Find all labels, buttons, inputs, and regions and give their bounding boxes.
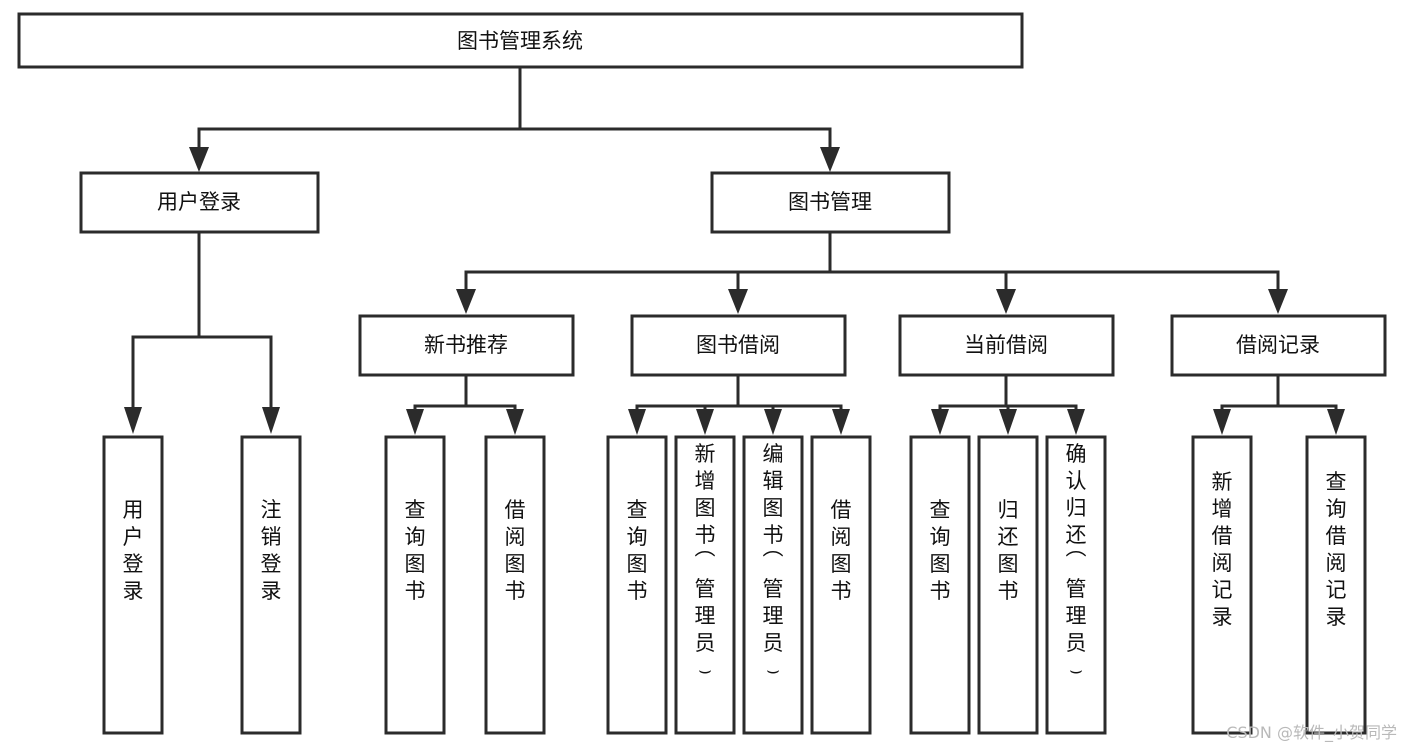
node-leaf-add-book-label: 新增图书⌒管理员⌣ xyxy=(695,442,716,682)
arrow-head-to-new-book-recommend xyxy=(456,289,476,314)
node-new-book-recommend-box[interactable] xyxy=(358,314,575,377)
node-leaf-confirm-return-label: 确认归还⌒管理员⌣ xyxy=(1066,442,1087,682)
node-book-management-label: 图书管理 xyxy=(788,190,872,214)
node-leaf-logout-label: 注销登录 xyxy=(261,498,282,603)
node-leaf-borrow-book-1[interactable]: 借阅图书 xyxy=(484,435,546,735)
node-leaf-return-book-box[interactable] xyxy=(977,435,1039,735)
node-leaf-borrow-book-1-box[interactable] xyxy=(484,435,546,735)
node-borrow-record[interactable]: 借阅记录 xyxy=(1170,314,1387,377)
node-leaf-query-book-1-box[interactable] xyxy=(384,435,446,735)
arrow-head-leaf-user-login xyxy=(124,407,142,434)
node-leaf-confirm-return[interactable]: 确认归还⌒管理员⌣ xyxy=(1045,435,1107,735)
node-leaf-query-book-1-label: 查询图书 xyxy=(405,498,426,603)
arrow-head-to-borrow-record xyxy=(1268,289,1288,314)
node-user-login[interactable]: 用户登录 xyxy=(79,171,320,234)
node-leaf-query-book-2-label: 查询图书 xyxy=(627,498,648,603)
arrow-head-leaf-query-record xyxy=(1327,409,1345,435)
node-borrow-record-label: 借阅记录 xyxy=(1236,333,1320,357)
node-leaf-user-login-box[interactable] xyxy=(102,435,164,735)
connector-layer xyxy=(124,65,1345,435)
node-leaf-query-book-2[interactable]: 查询图书 xyxy=(606,435,668,735)
node-leaf-borrow-book-2-box[interactable] xyxy=(810,435,872,735)
node-root-box[interactable] xyxy=(17,12,1024,69)
arrow-head-leaf-return-book xyxy=(999,409,1017,435)
node-leaf-query-book-3[interactable]: 查询图书 xyxy=(909,435,971,735)
node-leaf-query-book-1[interactable]: 查询图书 xyxy=(384,435,446,735)
node-leaf-edit-book-label: 编辑图书⌒管理员⌣ xyxy=(763,442,784,682)
arrow-head-leaf-query-book-2 xyxy=(628,409,646,435)
node-book-borrow-label: 图书借阅 xyxy=(696,333,780,357)
node-current-borrow[interactable]: 当前借阅 xyxy=(898,314,1115,377)
node-leaf-query-book-3-label: 查询图书 xyxy=(930,498,951,603)
node-borrow-record-box[interactable] xyxy=(1170,314,1387,377)
node-leaf-add-book[interactable]: 新增图书⌒管理员⌣ xyxy=(674,435,736,735)
arrow-head-to-book-management xyxy=(820,147,840,172)
node-leaf-borrow-book-2[interactable]: 借阅图书 xyxy=(810,435,872,735)
node-leaf-add-record-box[interactable] xyxy=(1191,435,1253,735)
node-current-borrow-box[interactable] xyxy=(898,314,1115,377)
node-root[interactable]: 图书管理系统 xyxy=(17,12,1024,69)
node-user-login-label: 用户登录 xyxy=(157,190,241,214)
arrow-head-leaf-add-record xyxy=(1213,409,1231,435)
arrow-head-leaf-logout xyxy=(262,407,280,434)
arrow-head-leaf-query-book-3 xyxy=(931,409,949,435)
node-leaf-return-book[interactable]: 归还图书 xyxy=(977,435,1039,735)
arrow-head-leaf-edit-book xyxy=(764,409,782,435)
node-root-label: 图书管理系统 xyxy=(457,29,583,53)
node-book-management-box[interactable] xyxy=(710,171,951,234)
arrow-head-leaf-borrow-book-2 xyxy=(832,409,850,435)
node-leaf-query-record[interactable]: 查询借阅记录 xyxy=(1305,435,1367,735)
node-book-borrow[interactable]: 图书借阅 xyxy=(630,314,847,377)
node-book-management[interactable]: 图书管理 xyxy=(710,171,951,234)
node-leaf-user-login-label: 用户登录 xyxy=(123,498,144,603)
node-leaf-query-book-3-box[interactable] xyxy=(909,435,971,735)
node-leaf-query-record-label: 查询借阅记录 xyxy=(1326,470,1347,629)
node-book-borrow-box[interactable] xyxy=(630,314,847,377)
node-new-book-recommend[interactable]: 新书推荐 xyxy=(358,314,575,377)
arrow-head-leaf-borrow-book-1 xyxy=(506,409,524,435)
node-leaf-return-book-label: 归还图书 xyxy=(998,498,1019,603)
node-leaf-borrow-book-2-label: 借阅图书 xyxy=(831,498,852,603)
node-leaf-user-login[interactable]: 用户登录 xyxy=(102,435,164,735)
node-new-book-recommend-label: 新书推荐 xyxy=(424,333,508,357)
arrow-head-to-user-login xyxy=(189,147,209,172)
node-current-borrow-label: 当前借阅 xyxy=(964,333,1048,357)
arrow-head-to-current-borrow xyxy=(996,289,1016,314)
arrow-head-to-book-borrow xyxy=(728,289,748,314)
node-leaf-add-record-label: 新增借阅记录 xyxy=(1212,470,1233,629)
node-leaf-add-book-box[interactable] xyxy=(674,435,736,735)
arrow-head-leaf-query-book-1 xyxy=(406,409,424,435)
arrow-head-leaf-add-book xyxy=(696,409,714,435)
node-leaf-logout-box[interactable] xyxy=(240,435,302,735)
node-leaf-edit-book-box[interactable] xyxy=(742,435,804,735)
node-leaf-query-record-box[interactable] xyxy=(1305,435,1367,735)
node-leaf-logout[interactable]: 注销登录 xyxy=(240,435,302,735)
arrow-head-leaf-confirm-return xyxy=(1067,409,1085,435)
node-leaf-query-book-2-box[interactable] xyxy=(606,435,668,735)
node-user-login-box[interactable] xyxy=(79,171,320,234)
node-leaf-confirm-return-box[interactable] xyxy=(1045,435,1107,735)
node-leaf-borrow-book-1-label: 借阅图书 xyxy=(505,498,526,603)
node-leaf-add-record[interactable]: 新增借阅记录 xyxy=(1191,435,1253,735)
node-leaf-edit-book[interactable]: 编辑图书⌒管理员⌣ xyxy=(742,435,804,735)
